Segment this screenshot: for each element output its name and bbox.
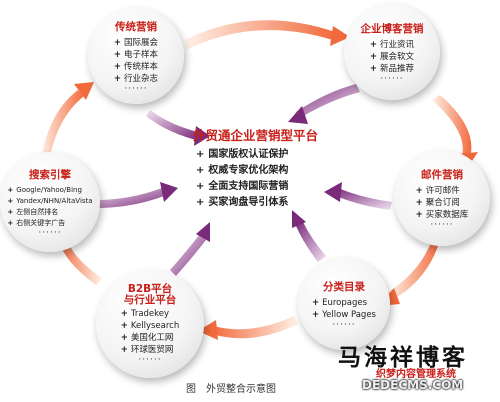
list-item: +全面支持国际营销 xyxy=(196,181,289,192)
arrow-head-in-6 xyxy=(160,182,178,202)
arrow-head-in-1 xyxy=(194,126,210,146)
figure-caption: 图外贸整合示意图 xyxy=(186,380,276,395)
node-title: 传统营销 xyxy=(115,21,157,33)
list-item: +右侧关键字广告 xyxy=(7,219,66,227)
list-item: +行业杂志 xyxy=(113,74,159,84)
arrow-head-in-5 xyxy=(196,222,210,242)
arrow-head-in-3 xyxy=(324,182,342,202)
node-list: +Google/Yahoo/Bing +Yandex/NHN/AltaVista… xyxy=(7,185,92,229)
more-dots: ······ xyxy=(138,355,162,365)
arrow-directory-to-center xyxy=(296,222,326,262)
node-b2b-platforms: B2B平台 与行业平台 +Tradekey +Kellysearch +美国化工… xyxy=(96,270,204,378)
list-item: +展会软文 xyxy=(369,52,415,62)
list-item: +Google/Yahoo/Bing xyxy=(7,186,82,194)
arrow-traditional-to-blog xyxy=(185,20,335,50)
arrow-b2b-to-center xyxy=(170,234,206,276)
list-item: +新品推荐 xyxy=(369,64,415,74)
list-item: +传统样本 xyxy=(113,62,159,72)
list-item: +国家版权认证保护 xyxy=(196,149,289,160)
list-item: +Europages xyxy=(311,298,368,308)
list-item: +Yandex/NHN/AltaVista xyxy=(7,197,93,205)
node-list: +Europages +Yellow Pages xyxy=(312,297,376,321)
node-title: B2B平台 与行业平台 xyxy=(124,284,177,306)
arrow-directory-to-b2b xyxy=(212,316,298,339)
arrow-head-top xyxy=(330,26,350,46)
list-item: +Yellow Pages xyxy=(311,310,376,320)
arrow-head-in-4 xyxy=(292,210,306,228)
node-list: +行业资讯 +展会软文 +新品推荐 xyxy=(370,39,414,75)
list-item: +权威专家优化架构 xyxy=(196,165,289,176)
list-item: +买家询盘导引体系 xyxy=(196,197,289,208)
caption-lead: 图 xyxy=(186,384,196,395)
node-search-engine: 搜索引擎 +Google/Yahoo/Bing +Yandex/NHN/Alta… xyxy=(0,152,100,252)
node-blog-marketing: 企业博客营销 +行业资讯 +展会软文 +新品推荐 ······ xyxy=(344,4,440,100)
watermark-sub-text: 织梦内容管理系统 xyxy=(376,369,456,380)
center-platform-title: 外贸通企业营销型平台 xyxy=(192,128,318,143)
node-list: +许可邮件 +聚合订阅 +买家数据库 xyxy=(416,185,469,221)
more-dots: ······ xyxy=(332,320,356,330)
list-item: +美国化工网 xyxy=(120,333,174,343)
more-dots: ······ xyxy=(380,74,404,84)
node-list: +Tradekey +Kellysearch +美国化工网 +环球医贸网 xyxy=(121,308,180,356)
list-item: +行业资讯 xyxy=(369,40,415,50)
watermark-url-text: DEDECMS.COM xyxy=(362,378,464,392)
arrow-head-in-2 xyxy=(288,106,308,124)
node-list: +国际展会 +电子样本 +传统样本 +行业杂志 xyxy=(114,37,158,85)
list-item: +国际展会 xyxy=(113,38,159,48)
list-item: +电子样本 xyxy=(113,50,159,60)
more-dots: ······ xyxy=(430,220,454,230)
arrow-head-bottom xyxy=(198,320,218,340)
caption-text: 外贸整合示意图 xyxy=(206,384,276,395)
list-item: +聚合订阅 xyxy=(415,198,460,208)
arrow-search-to-center xyxy=(96,188,164,208)
center-platform-list: +国家版权认证保护 +权威专家优化架构 +全面支持国际营销 +买家询盘导引体系 xyxy=(196,147,288,211)
arrow-email-to-directory xyxy=(388,240,440,300)
more-dots: ······ xyxy=(38,228,62,238)
node-title: 邮件营销 xyxy=(421,169,463,181)
node-title-line-2: 与行业平台 xyxy=(123,294,177,306)
arrow-blog-to-center xyxy=(296,84,360,118)
arrow-head-left xyxy=(74,82,94,100)
list-item: +Tradekey xyxy=(120,309,170,319)
list-item: +买家数据库 xyxy=(415,210,469,220)
node-title: 搜索引擎 xyxy=(29,169,71,181)
node-traditional-marketing: 传统营销 +国际展会 +电子样本 +传统样本 +行业杂志 ······ xyxy=(88,8,184,104)
arrow-blog-to-email xyxy=(432,95,472,158)
arrow-email-to-center xyxy=(336,188,392,210)
list-item: +许可邮件 xyxy=(415,186,460,196)
node-title-line-1: B2B平台 xyxy=(127,283,173,295)
list-item: +环球医贸网 xyxy=(120,345,174,355)
list-item: +Kellysearch xyxy=(120,321,180,331)
watermark-main-text: 马海祥博客 xyxy=(338,344,468,371)
node-title: 分类目录 xyxy=(323,281,365,293)
node-classified-directory: 分类目录 +Europages +Yellow Pages ······ xyxy=(298,258,390,350)
more-dots: ······ xyxy=(124,84,148,94)
list-item: +左侧自然排名 xyxy=(7,208,59,216)
arrow-search-to-traditional xyxy=(40,90,84,170)
node-title: 企业博客营销 xyxy=(360,23,424,35)
node-email-marketing: 邮件营销 +许可邮件 +聚合订阅 +买家数据库 ······ xyxy=(394,150,490,246)
arrow-b2b-to-search xyxy=(58,236,102,285)
arrow-traditional-to-center xyxy=(146,110,198,140)
